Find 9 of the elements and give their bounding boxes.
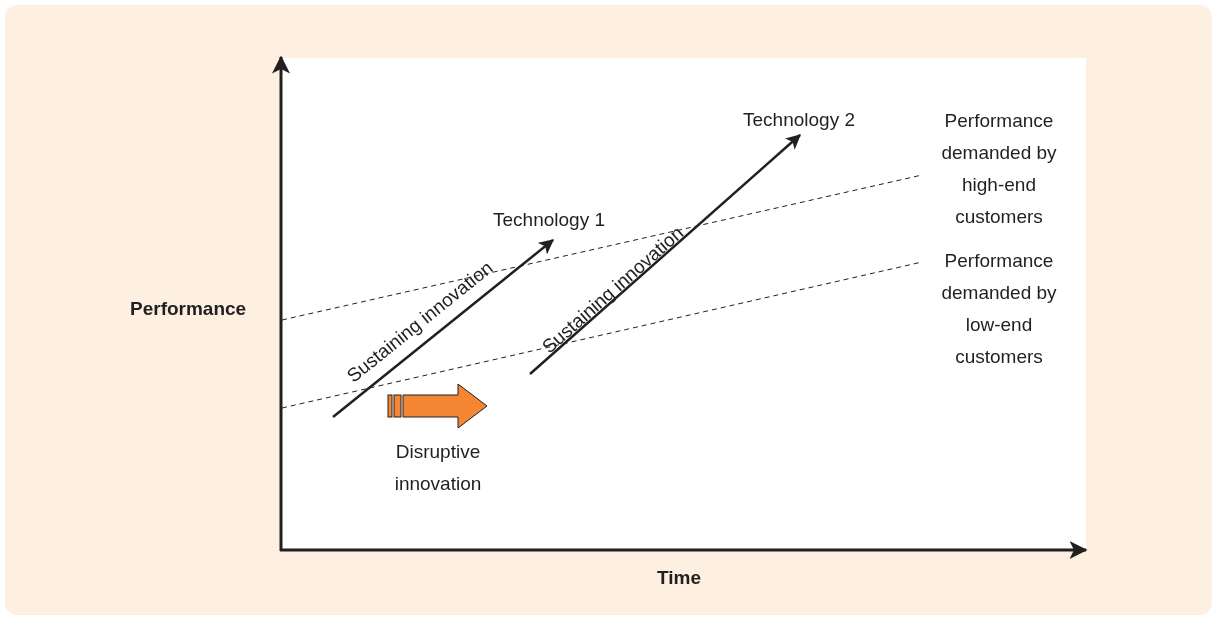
node-label: Disruptive innovation (378, 436, 498, 500)
axis-title: Performance (130, 298, 247, 320)
node-label: Performance demanded by high-end customers (924, 105, 1074, 233)
node-label: Technology 2 (722, 104, 876, 136)
arrow (529, 134, 801, 375)
node-label: Performance demanded by low-end customers (924, 245, 1074, 373)
node-label: Technology 1 (472, 204, 626, 236)
arrow (332, 239, 554, 418)
axis-title: Time (657, 567, 701, 589)
